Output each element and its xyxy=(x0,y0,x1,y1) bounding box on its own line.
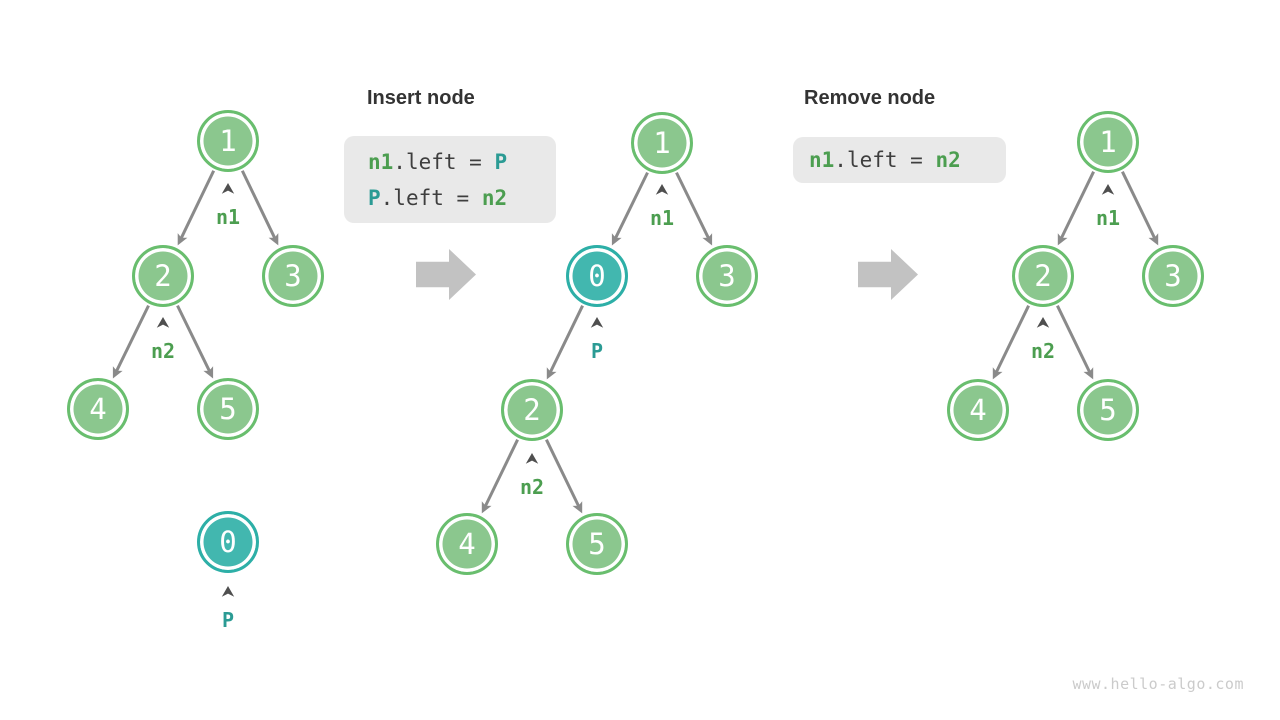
tree-node-value: 0 xyxy=(588,258,606,293)
edge-arrowhead-icon xyxy=(481,501,492,514)
edge-arrowhead-icon xyxy=(992,367,1003,380)
remove-code-block: n1.left = n2 xyxy=(793,137,1006,183)
tree-node-value: 5 xyxy=(588,526,606,561)
tree-node: 1 xyxy=(197,110,259,172)
tree-node-value: 1 xyxy=(1099,124,1117,159)
tree-node-value: 2 xyxy=(523,392,541,427)
pointer-label: n2 xyxy=(519,475,545,499)
pointer-caret-icon xyxy=(525,453,539,464)
tree-node: 1 xyxy=(631,112,693,174)
tree-node: 3 xyxy=(1142,245,1204,307)
edge-line xyxy=(240,170,277,240)
tree-node-value: 4 xyxy=(458,526,476,561)
code-line: n1.left = n2 xyxy=(809,142,1006,178)
pointer-caret-icon xyxy=(1101,184,1115,195)
edge-arrowhead-icon xyxy=(1083,367,1094,380)
tree-node: 5 xyxy=(566,513,628,575)
right-block-arrow-icon xyxy=(416,249,476,300)
edge-line xyxy=(548,305,584,374)
tree-node-value: 3 xyxy=(718,258,736,293)
tree-node-value: 1 xyxy=(219,123,237,158)
tree-node: 3 xyxy=(262,245,324,307)
tree-node: 0 xyxy=(566,245,628,307)
edge-arrowhead-icon xyxy=(572,501,583,514)
edge-arrowhead-icon xyxy=(177,233,188,246)
pointer-label: n2 xyxy=(1030,339,1056,363)
tree-node-value: 2 xyxy=(1034,258,1052,293)
tree-node: 0 xyxy=(197,511,259,573)
edge-line xyxy=(1056,305,1092,374)
code-token: n2 xyxy=(935,148,961,172)
pointer-label: P xyxy=(590,339,604,363)
edge-arrowhead-icon xyxy=(1148,233,1159,246)
edge-line xyxy=(1121,171,1157,240)
edge-arrowhead-icon xyxy=(268,233,279,246)
tree-node: 2 xyxy=(132,245,194,307)
tree-node: 2 xyxy=(501,379,563,441)
tree-node: 4 xyxy=(947,379,1009,441)
tree-node-value: 4 xyxy=(969,392,987,427)
pointer-caret-icon xyxy=(1036,317,1050,328)
pointer-caret-icon xyxy=(590,317,604,328)
tree-node-value: 5 xyxy=(219,391,237,426)
code-token: n1 xyxy=(809,148,835,172)
edge-arrowhead-icon xyxy=(611,233,622,246)
pointer-label: n1 xyxy=(649,206,675,230)
pointer-label: P xyxy=(221,608,235,632)
tree-node-value: 5 xyxy=(1099,392,1117,427)
edge-line xyxy=(613,171,649,240)
edge-arrowhead-icon xyxy=(546,367,557,380)
edge-line xyxy=(545,439,581,508)
edge-line xyxy=(1059,171,1095,240)
pointer-caret-icon xyxy=(221,183,235,194)
pointer-caret-icon xyxy=(221,586,235,597)
right-block-arrow-icon xyxy=(858,249,918,300)
edge-arrowhead-icon xyxy=(203,366,214,379)
edge-line xyxy=(483,439,519,508)
pointer-caret-icon xyxy=(156,317,170,328)
tree-node: 2 xyxy=(1012,245,1074,307)
edge-line xyxy=(114,304,150,373)
tree-node: 4 xyxy=(67,378,129,440)
tree-node-value: 3 xyxy=(1164,258,1182,293)
pointer-label: n1 xyxy=(215,205,241,229)
edge-line xyxy=(994,305,1030,374)
code-line: P.left = n2 xyxy=(368,180,556,216)
tree-node: 1 xyxy=(1077,111,1139,173)
code-token: .left = xyxy=(393,149,495,174)
edge-arrowhead-icon xyxy=(702,233,713,246)
tree-node: 3 xyxy=(696,245,758,307)
remove-section-title: Remove node xyxy=(804,87,936,109)
tree-node: 5 xyxy=(1077,379,1139,441)
tree-node: 4 xyxy=(436,513,498,575)
code-line: n1.left = P xyxy=(368,144,556,180)
edge-arrowhead-icon xyxy=(112,366,123,379)
code-token: n1 xyxy=(368,149,394,174)
insert-section-title: Insert node xyxy=(367,87,475,109)
tree-node-value: 3 xyxy=(284,258,302,293)
pointer-caret-icon xyxy=(655,184,669,195)
code-token: n2 xyxy=(481,185,508,210)
edge-line xyxy=(176,304,212,373)
tree-node-value: 1 xyxy=(653,125,671,160)
code-token: P xyxy=(494,149,508,174)
tree-node-value: 0 xyxy=(219,524,237,559)
code-token: .left = xyxy=(834,148,936,172)
code-token: .left = xyxy=(380,185,482,210)
code-token: P xyxy=(368,185,381,210)
edge-line xyxy=(179,170,216,240)
pointer-label: n2 xyxy=(150,339,176,363)
edge-line xyxy=(675,171,711,240)
tree-node: 5 xyxy=(197,378,259,440)
pointer-label: n1 xyxy=(1095,206,1121,230)
tree-node-value: 4 xyxy=(89,391,107,426)
tree-node-value: 2 xyxy=(154,258,172,293)
edge-arrowhead-icon xyxy=(1057,233,1068,246)
watermark: www.hello-algo.com xyxy=(1072,675,1244,693)
